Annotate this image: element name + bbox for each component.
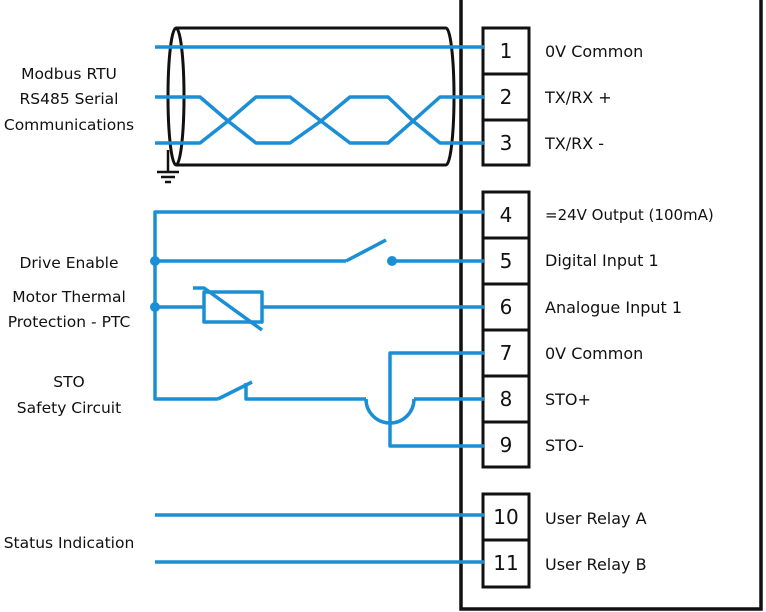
- drive-enclosure: [459, 0, 763, 611]
- switch-icon: [387, 256, 397, 266]
- modbus-label-2: RS485 Serial: [20, 90, 119, 108]
- ground-icon: [157, 150, 179, 184]
- terminal-number: 6: [500, 295, 513, 319]
- terminal-number: 1: [500, 39, 513, 63]
- terminal-label: Digital Input 1: [545, 251, 659, 270]
- terminal-number: 11: [493, 551, 518, 575]
- terminal-label: TX/RX -: [544, 134, 604, 153]
- modbus-label-1: Modbus RTU: [21, 65, 117, 83]
- terminal-label: STO+: [545, 390, 591, 409]
- terminal-label: Analogue Input 1: [545, 298, 682, 317]
- terminal-number: 5: [500, 249, 513, 273]
- wiring: [153, 45, 484, 564]
- terminal-label: TX/RX +: [544, 88, 612, 107]
- terminal-number: 3: [500, 131, 513, 155]
- terminal-label: =24V Output (100mA): [545, 206, 714, 224]
- sto-label-1: STO: [53, 373, 85, 391]
- ptc-label-2: Protection - PTC: [8, 313, 131, 331]
- terminal-block-comms: [481, 26, 531, 167]
- terminal-number: 9: [500, 433, 513, 457]
- status-label: Status Indication: [4, 534, 135, 552]
- terminal-label: 0V Common: [545, 344, 643, 363]
- terminal-number: 2: [500, 85, 513, 109]
- terminal-number: 7: [500, 341, 513, 365]
- terminal-label: 0V Common: [545, 42, 643, 61]
- terminal-number: 10: [493, 505, 518, 529]
- junction-dot: [150, 256, 160, 266]
- terminal-label: STO-: [545, 436, 584, 455]
- junction-dot: [150, 302, 160, 312]
- terminal-number: 8: [500, 387, 513, 411]
- drive-enable-label: Drive Enable: [19, 254, 118, 272]
- sto-label-2: Safety Circuit: [17, 399, 121, 417]
- terminal-number: 4: [500, 203, 513, 227]
- terminal-label: User Relay B: [545, 555, 647, 574]
- terminal-label: User Relay A: [545, 509, 647, 528]
- modbus-label-3: Communications: [4, 116, 134, 134]
- ptc-label-1: Motor Thermal: [12, 288, 126, 306]
